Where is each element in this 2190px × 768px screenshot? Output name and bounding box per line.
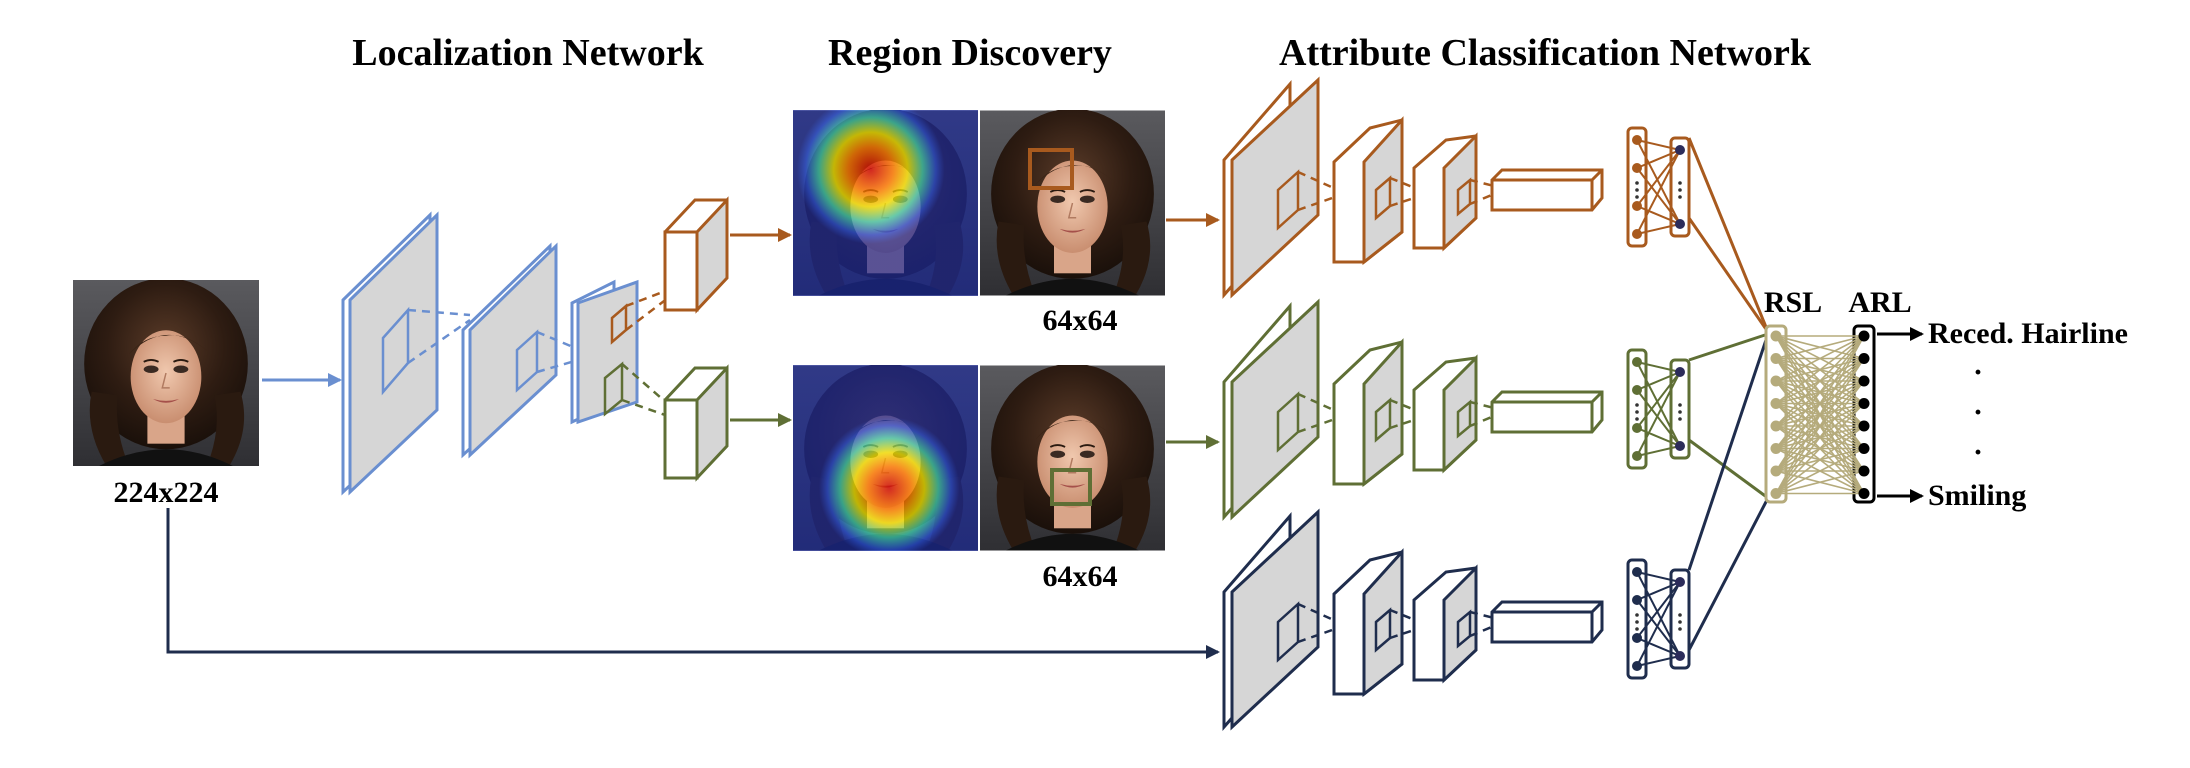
acn-fc-navy [1490, 600, 1604, 644]
acn-fc-layer1-orange [1626, 126, 1648, 248]
cropped-face-bottom [980, 365, 1165, 551]
acn-conv1-orange [1230, 76, 1320, 299]
loc-conv-block-1 [341, 211, 471, 496]
acn-fc-orange [1490, 168, 1604, 212]
skip-connection-arrow [166, 508, 1220, 659]
region-size-label-bottom: 64x64 [1043, 560, 1118, 593]
fusion-layers [1687, 137, 1876, 651]
localization-network [341, 211, 639, 496]
input-size-label: 224x224 [114, 476, 219, 509]
region-box-hairline [1028, 148, 1074, 190]
heatmap-top [793, 110, 978, 296]
loc-region-box-green [603, 361, 669, 418]
acn-branch-green [1222, 298, 1691, 521]
output-label-receding-hairline: Reced. Hairline [1928, 317, 2128, 350]
output-label-smiling: Smiling [1928, 479, 2026, 512]
acn-conv1-green [1230, 298, 1320, 521]
cropped-face-top [980, 110, 1165, 296]
loc-region-box-orange [610, 288, 669, 345]
region-box-mouth [1050, 468, 1092, 506]
attribute-classification-branches [1222, 76, 1691, 731]
rsl-label: RSL [1764, 286, 1822, 319]
section-title-attribute-classification: Attribute Classification Network [1279, 32, 1812, 74]
section-title-region-discovery: Region Discovery [828, 32, 1112, 74]
input-face-image [73, 280, 259, 466]
acn-fc-green [1490, 390, 1604, 434]
heatmap-bottom [793, 365, 978, 551]
region-size-label-top: 64x64 [1043, 304, 1118, 337]
region-feature-block-orange [663, 196, 729, 314]
acn-fc-layer1-green [1626, 348, 1648, 470]
output-ellipsis-1: · [1973, 356, 1983, 389]
section-title-localization: Localization Network [352, 32, 704, 74]
acn-branch-navy [1222, 508, 1691, 731]
acn-fc-layer1-navy [1626, 558, 1648, 680]
region-feature-block-green [663, 364, 729, 482]
acn-fc-layer2-navy [1669, 568, 1691, 670]
arl-label: ARL [1848, 286, 1911, 319]
output-ellipsis-2: · [1973, 396, 1983, 429]
acn-fc-layer2-orange [1669, 136, 1691, 238]
acn-conv1-navy [1230, 508, 1320, 731]
acn-fc-layer2-green [1669, 358, 1691, 460]
loc-conv-block-2 [461, 242, 586, 459]
acn-branch-orange [1222, 76, 1691, 299]
output-ellipsis-3: · [1973, 436, 1983, 469]
